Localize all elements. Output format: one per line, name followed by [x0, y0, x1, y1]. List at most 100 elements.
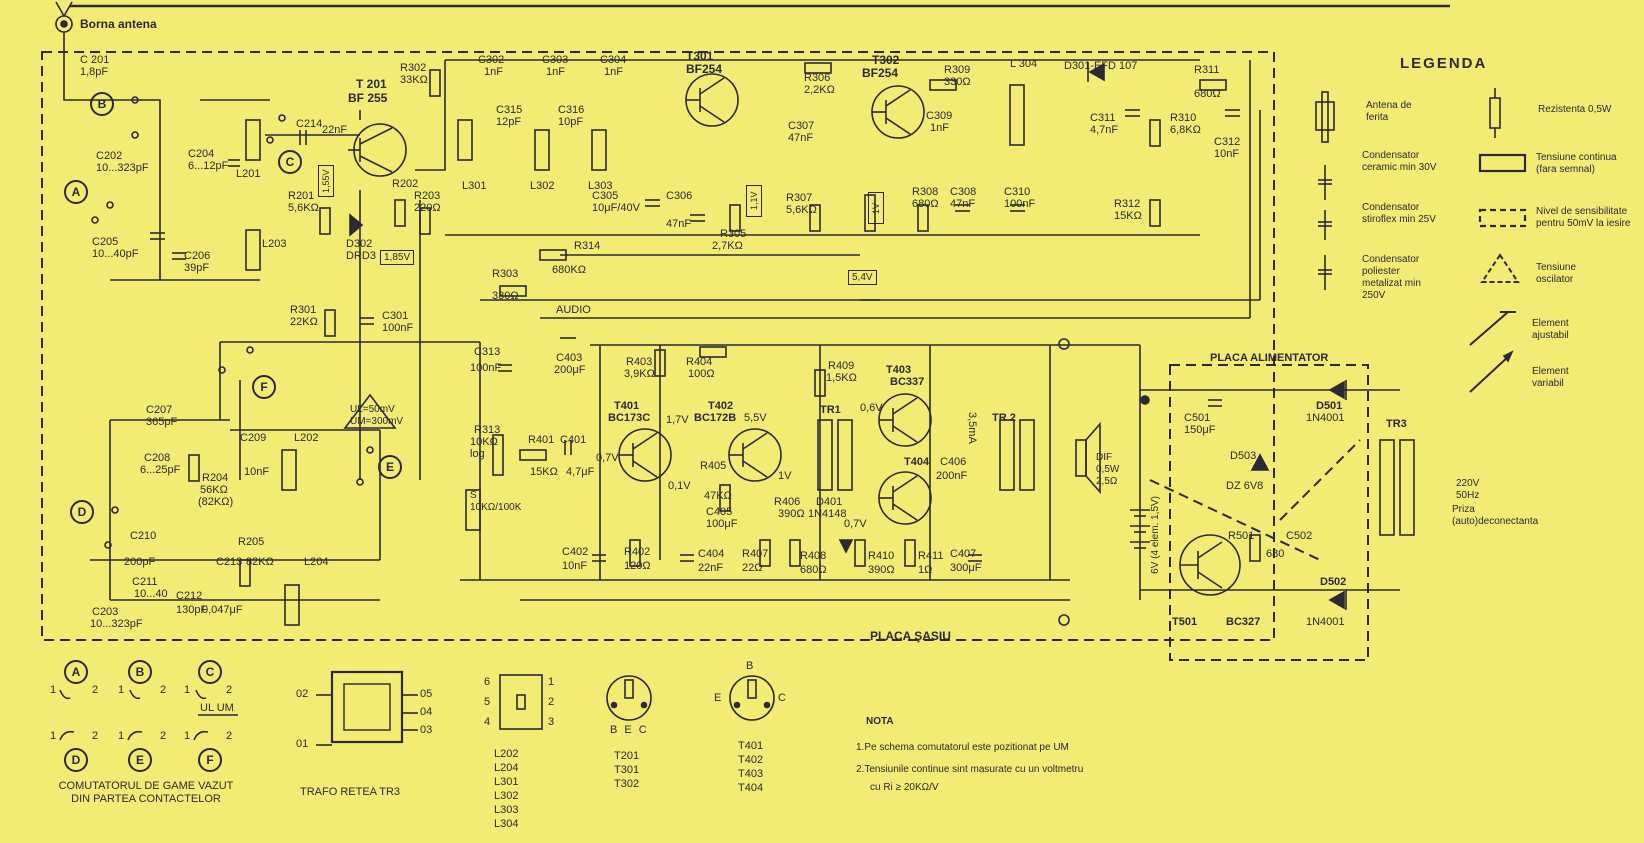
- c407-value: 300μF: [950, 562, 982, 574]
- t501-label: T501: [1172, 616, 1198, 628]
- commutator-pin-1: 1: [50, 730, 57, 742]
- t301-value: BF254: [686, 62, 723, 76]
- c315-label: C315: [496, 104, 523, 116]
- t201-label: T 201: [356, 77, 387, 91]
- c212-value: 130pF: [176, 604, 208, 616]
- voltage-1-7v: 1,7V: [666, 414, 689, 426]
- c404-value: 22nF: [698, 562, 724, 574]
- r313-value: 10KΩ log: [470, 436, 498, 460]
- c316-value: 10pF: [558, 116, 584, 128]
- c501-label: C501: [1184, 412, 1211, 424]
- c307-value: 47nF: [788, 132, 814, 144]
- legend-item-oscillator-voltage: Tensiune oscilator: [1536, 262, 1577, 285]
- voltage-0-6v: 0,6V: [860, 402, 883, 414]
- c402-value: 10nF: [562, 560, 588, 572]
- d501-label: D501: [1316, 400, 1343, 412]
- r409-label: R409: [828, 360, 855, 372]
- r406-value: 390Ω: [778, 508, 805, 520]
- c310-label: C310: [1004, 186, 1031, 198]
- legend-item-resistor: Rezistenta 0,5W: [1538, 104, 1612, 115]
- r410-label: R410: [868, 550, 895, 562]
- pin-b-label: B: [746, 660, 754, 672]
- legend-title: LEGENDA: [1400, 55, 1488, 72]
- r305-label: R305: [720, 228, 747, 240]
- c405-label: C405: [706, 506, 733, 518]
- r308-value: 680Ω: [912, 198, 939, 210]
- voltage-0-7v-b: 0,7V: [844, 518, 867, 530]
- r408-value: 680Ω: [800, 564, 827, 576]
- transistor-list-item: T201: [614, 750, 640, 762]
- note-line: 2.Tensiunile continue sint masurate cu u…: [856, 764, 1084, 775]
- l302-label: L302: [530, 180, 555, 192]
- commutator-b-circle: B: [128, 660, 152, 684]
- bec-pinout-label: B E C: [610, 724, 649, 736]
- power-board-title: PLACA ALIMENTATOR: [1210, 352, 1329, 364]
- r410-value: 390Ω: [868, 564, 895, 576]
- d302-label: D302: [346, 238, 373, 250]
- r309-value: 330Ω: [944, 76, 971, 88]
- transistor-list-item: T401: [738, 740, 764, 752]
- r303-value: 330Ω: [492, 290, 519, 302]
- t302-value: BF254: [862, 66, 899, 80]
- commutator-pin-1: 1: [118, 684, 125, 696]
- c205-value: 10...40pF: [92, 248, 139, 260]
- c403-label: C403: [556, 352, 583, 364]
- current-3-5ma: 3,5mA: [966, 412, 978, 444]
- transistor-list-item: T403: [738, 768, 764, 780]
- voltage-1v-af: 1V: [778, 470, 792, 482]
- c202-value: 10...323pF: [96, 162, 149, 174]
- t201-value: BF 255: [348, 91, 388, 105]
- legend-item-sensitivity: Nivel de sensibilitate pentru 50mV la ie…: [1536, 206, 1631, 229]
- c401-label: C401: [560, 434, 587, 446]
- c204-value: 6...12pF: [188, 160, 229, 172]
- c308-value: 47nF: [950, 198, 976, 210]
- c306-value: 47nF: [666, 218, 692, 230]
- r313-label: R313: [474, 424, 501, 436]
- r311-label: R311: [1194, 64, 1220, 76]
- legend-item-styroflex-capacitor: Condensator stiroflex min 25V: [1362, 202, 1436, 225]
- c307-label: C307: [788, 120, 815, 132]
- c407-label: C407: [950, 548, 977, 560]
- commutator-a-circle: A: [64, 660, 88, 684]
- t401-label: T401: [614, 400, 640, 412]
- d401-label: D401: [816, 496, 843, 508]
- r401-value: 15KΩ: [530, 466, 558, 478]
- r501-label: R501: [1228, 530, 1255, 542]
- c208-label: C208: [144, 452, 171, 464]
- ul-um-label: UL UM: [200, 702, 234, 714]
- c310-value: 100nF: [1004, 198, 1036, 210]
- t403-value: BC337: [890, 376, 925, 388]
- r501-value: 680: [1266, 548, 1285, 560]
- c309-value: 1nF: [930, 122, 949, 134]
- speaker-label: DIF 0,5W 2,5Ω: [1096, 452, 1120, 487]
- r205-value: 82KΩ: [246, 556, 274, 568]
- commutator-c-circle: C: [198, 660, 222, 684]
- c301-label: C301: [382, 310, 409, 322]
- c303-label: C303: [542, 54, 569, 66]
- trafo-pin-02: 02: [296, 688, 309, 700]
- voltage-1-1v: 1,1V: [746, 185, 762, 217]
- r407-label: R407: [742, 548, 769, 560]
- legend-item-polyester-capacitor: Condensator poliester metalizat min 250V: [1362, 254, 1421, 301]
- coil-list-item: L204: [494, 762, 519, 774]
- coil-pin-2: 2: [548, 696, 555, 708]
- note-line: cu Ri ≥ 20KΩ/V: [870, 782, 939, 793]
- c204-label: C204: [188, 148, 215, 160]
- commutator-pin-1: 1: [184, 730, 191, 742]
- r403-value: 3,9KΩ: [624, 368, 655, 380]
- r307-label: R307: [786, 192, 813, 204]
- transistor-list-item: T302: [614, 778, 640, 790]
- c207-value: 365pF: [146, 416, 178, 428]
- commutator-d-circle: D: [64, 748, 88, 772]
- d401-value: 1N4148: [808, 508, 847, 520]
- c501-value: 150μF: [1184, 424, 1216, 436]
- oscillator-voltage-label: UL=50mV UM=300mV: [350, 404, 404, 427]
- c206-label: C206: [184, 250, 211, 262]
- transistor-list-item: T404: [738, 782, 764, 794]
- c214-value: 22nF: [322, 124, 348, 136]
- r203-label: R203: [414, 190, 441, 202]
- c313-value: 100nF: [470, 362, 502, 374]
- trafo-pin-04: 04: [420, 706, 433, 718]
- l201-label: L201: [236, 168, 261, 180]
